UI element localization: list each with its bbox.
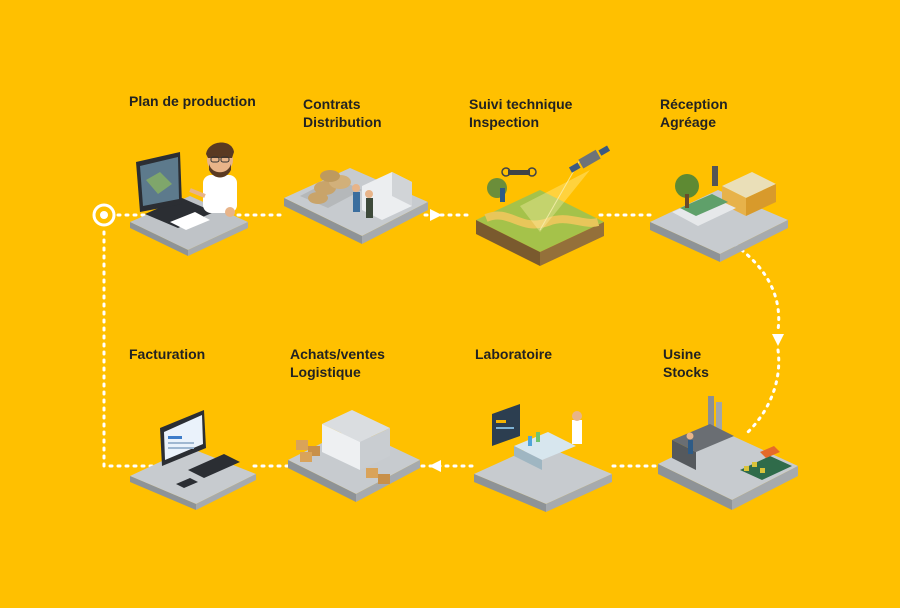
lab-bench-icon [474,404,612,512]
step-label-achats: Achats/ventes Logistique [290,346,385,380]
arrow-down-icon [772,334,784,346]
warehouse-pallets-icon [288,410,420,502]
step-label-laboratoire: Laboratoire [475,346,553,362]
laptop-farmer-icon [130,142,248,256]
factory-stock-icon [658,396,798,510]
step-label-suivi: Suivi technique Inspection [469,96,573,130]
field-satellite-drone-icon [476,145,611,266]
step-label-usine: Usine Stocks [663,346,709,380]
arrow-left-icon [429,460,441,472]
step-label-reception: Réception Agréage [660,96,728,130]
silo-truck-icon [650,166,788,262]
arrow-right-icon [430,209,442,221]
step-label-plan: Plan de production [129,93,256,109]
truck-sacks-icon [284,168,428,244]
step-label-contrats: Contrats Distribution [303,96,382,130]
computer-invoice-icon [130,410,256,510]
start-marker-icon [92,203,116,227]
connector-path [102,213,781,468]
step-label-facturation: Facturation [129,346,206,362]
